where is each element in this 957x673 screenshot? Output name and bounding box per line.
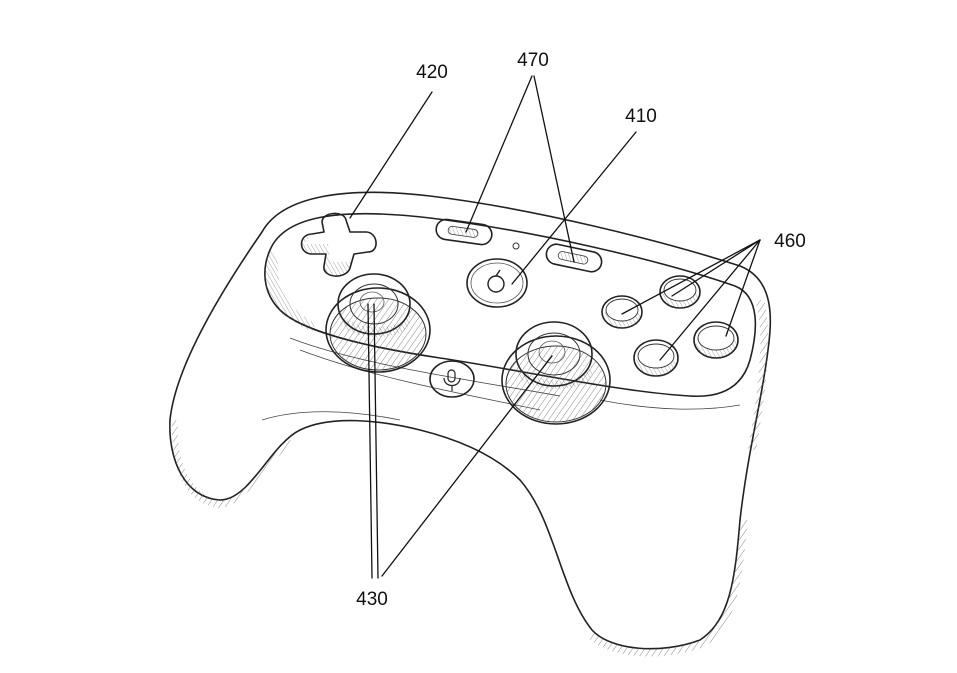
joystick-left [325, 273, 431, 373]
leader-460-d [725, 239, 761, 337]
leader-460-c [659, 239, 761, 361]
action-button-left [601, 295, 643, 329]
label-410: 410 [625, 106, 657, 127]
leader-430-right [381, 355, 553, 577]
leader-460-b [671, 239, 761, 297]
leader-420 [349, 91, 433, 219]
action-button-bottom [633, 339, 679, 377]
menu-button-left [435, 218, 493, 246]
joystick-right [501, 321, 611, 425]
action-button-right [693, 321, 739, 359]
controller-body [169, 191, 772, 657]
leader-460-a [621, 239, 761, 315]
dpad [300, 212, 377, 277]
leader-lines [349, 75, 761, 579]
home-button [466, 258, 528, 308]
leader-470-left [465, 75, 533, 233]
label-420: 420 [416, 62, 448, 83]
leader-430-left-b [373, 303, 379, 579]
label-430: 430 [356, 589, 388, 610]
mic-button [429, 360, 475, 398]
leader-470-right [533, 75, 575, 263]
label-470: 470 [517, 50, 549, 71]
leader-410 [511, 131, 637, 285]
action-button-top [659, 275, 701, 309]
status-led [512, 242, 520, 250]
leader-430-left-a [367, 303, 373, 579]
label-460: 460 [774, 231, 806, 252]
